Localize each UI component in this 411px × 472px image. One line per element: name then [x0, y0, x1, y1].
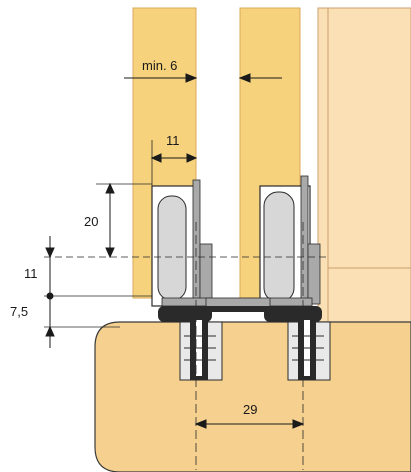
dim-track-spacing-label: 29 [243, 402, 257, 417]
dim-rail-inset [150, 153, 198, 163]
cabinet-panel [317, 7, 411, 329]
reference-lines [44, 140, 330, 470]
dim-min-gap [124, 73, 282, 83]
dim-left-stack [45, 236, 55, 348]
track-base [94, 321, 411, 472]
dim-wheel-height [105, 182, 115, 259]
front-bracket [192, 179, 201, 313]
dim-min-gap-label: min. 6 [142, 58, 177, 73]
rear-roller-assembly [259, 175, 321, 313]
dim-axis-offset-label: 11 [24, 266, 38, 281]
rear-bracket [300, 175, 309, 313]
dim-wheel-height-label: 20 [84, 214, 98, 229]
front-roller-assembly [151, 179, 213, 313]
dim-base-offset-label: 7,5 [10, 304, 28, 319]
rear-guide-insert [287, 320, 331, 381]
dim-track-spacing [194, 419, 305, 429]
front-guide-insert [179, 320, 223, 381]
rail-profiles [158, 306, 322, 322]
dim-rail-inset-label: 11 [166, 133, 180, 148]
front-wheel [157, 195, 187, 301]
rear-wheel [263, 191, 295, 303]
